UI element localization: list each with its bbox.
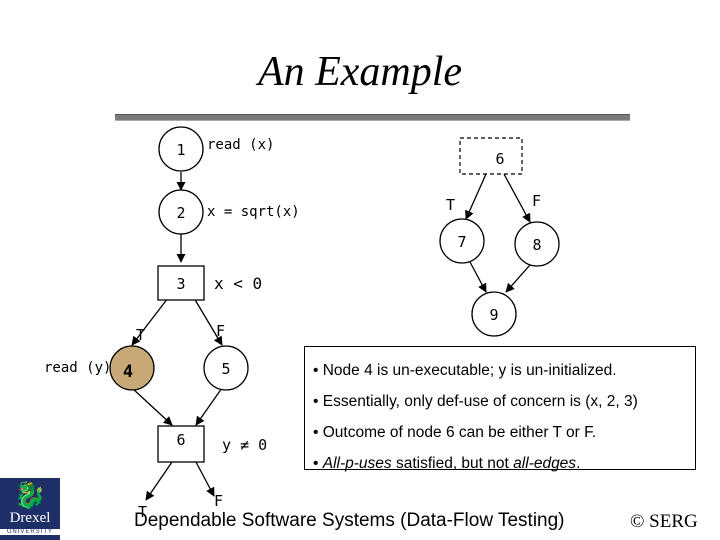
node-3-true-label: T: [136, 326, 145, 344]
sub-node-8-label: 8: [532, 236, 541, 254]
sub-true-label: T: [446, 196, 455, 214]
edge-6-true: [145, 461, 173, 501]
node-2-label: 2: [176, 204, 185, 222]
sub-node-7-label: 7: [457, 233, 466, 251]
logo-subtitle: UNIVERSITY: [0, 529, 60, 535]
node-4-label: 4: [123, 362, 133, 382]
sub-node-6: [459, 137, 523, 175]
node-3-code: x < 0: [214, 274, 262, 293]
note-4-end: .: [576, 455, 581, 472]
sub-node-6-label: 6: [495, 150, 504, 168]
node-1-code: read (x): [207, 137, 274, 153]
note-4-emphasis-2: all-edges: [513, 455, 577, 472]
node-1-label: 1: [176, 141, 185, 159]
sub-edge-6-8: [503, 173, 531, 223]
sub-edge-7-9: [469, 261, 487, 293]
footer-title: Dependable Software Systems (Data-Flow T…: [134, 510, 565, 531]
sub-node-7: 7: [439, 218, 485, 264]
sub-node-9: 9: [471, 291, 517, 337]
node-5: 5: [203, 345, 249, 391]
copyright: © SERG: [630, 511, 698, 532]
notes-box: • Node 4 is un-executable; y is un-initi…: [304, 346, 696, 472]
dragon-icon: 🐉: [13, 480, 47, 510]
sub-false-label: F: [532, 192, 541, 210]
edge-3-4: [131, 297, 169, 346]
node-6-label: 6: [176, 431, 185, 449]
sub-node-9-label: 9: [489, 306, 498, 324]
note-3: • Outcome of node 6 can be either T or F…: [313, 424, 597, 441]
note-4-prefix: •: [313, 455, 323, 472]
edge-4-6: [131, 387, 173, 426]
sub-edge-6-7: [465, 173, 487, 220]
note-4-emphasis-1: All-p-uses: [322, 455, 392, 472]
node-3-label: 3: [176, 275, 185, 293]
note-1: • Node 4 is un-executable; y is un-initi…: [313, 362, 617, 379]
node-6-false-label: F: [214, 492, 223, 510]
node-6-code: y ≠ 0: [222, 436, 267, 454]
sub-edge-8-9: [505, 264, 531, 293]
drexel-logo: 🐉 Drexel UNIVERSITY: [0, 478, 60, 540]
edge-5-6: [195, 387, 223, 426]
edge-3-5: [193, 297, 223, 346]
edge-6-false: [195, 461, 215, 497]
node-6: 6: [157, 425, 205, 463]
node-3-false-label: F: [216, 322, 225, 340]
title-divider: [115, 114, 630, 121]
node-4-code: read (y): [44, 360, 111, 376]
note-2: • Essentially, only def-use of concern i…: [313, 393, 638, 410]
sub-node-8: 8: [514, 221, 560, 267]
node-4: 4: [109, 345, 155, 391]
note-4: • All-p-uses satisfied, but not all-edge…: [313, 448, 687, 479]
node-6-true-label: T: [138, 503, 147, 521]
node-3: 3: [157, 265, 205, 301]
node-1: 1: [158, 126, 204, 172]
node-2-code: x = sqrt(x): [207, 204, 300, 220]
logo-name: Drexel: [9, 510, 51, 526]
node-5-label: 5: [221, 360, 230, 378]
page-title: An Example: [257, 49, 463, 95]
note-4-middle: satisfied, but not: [391, 455, 514, 472]
node-2: 2: [158, 189, 204, 235]
